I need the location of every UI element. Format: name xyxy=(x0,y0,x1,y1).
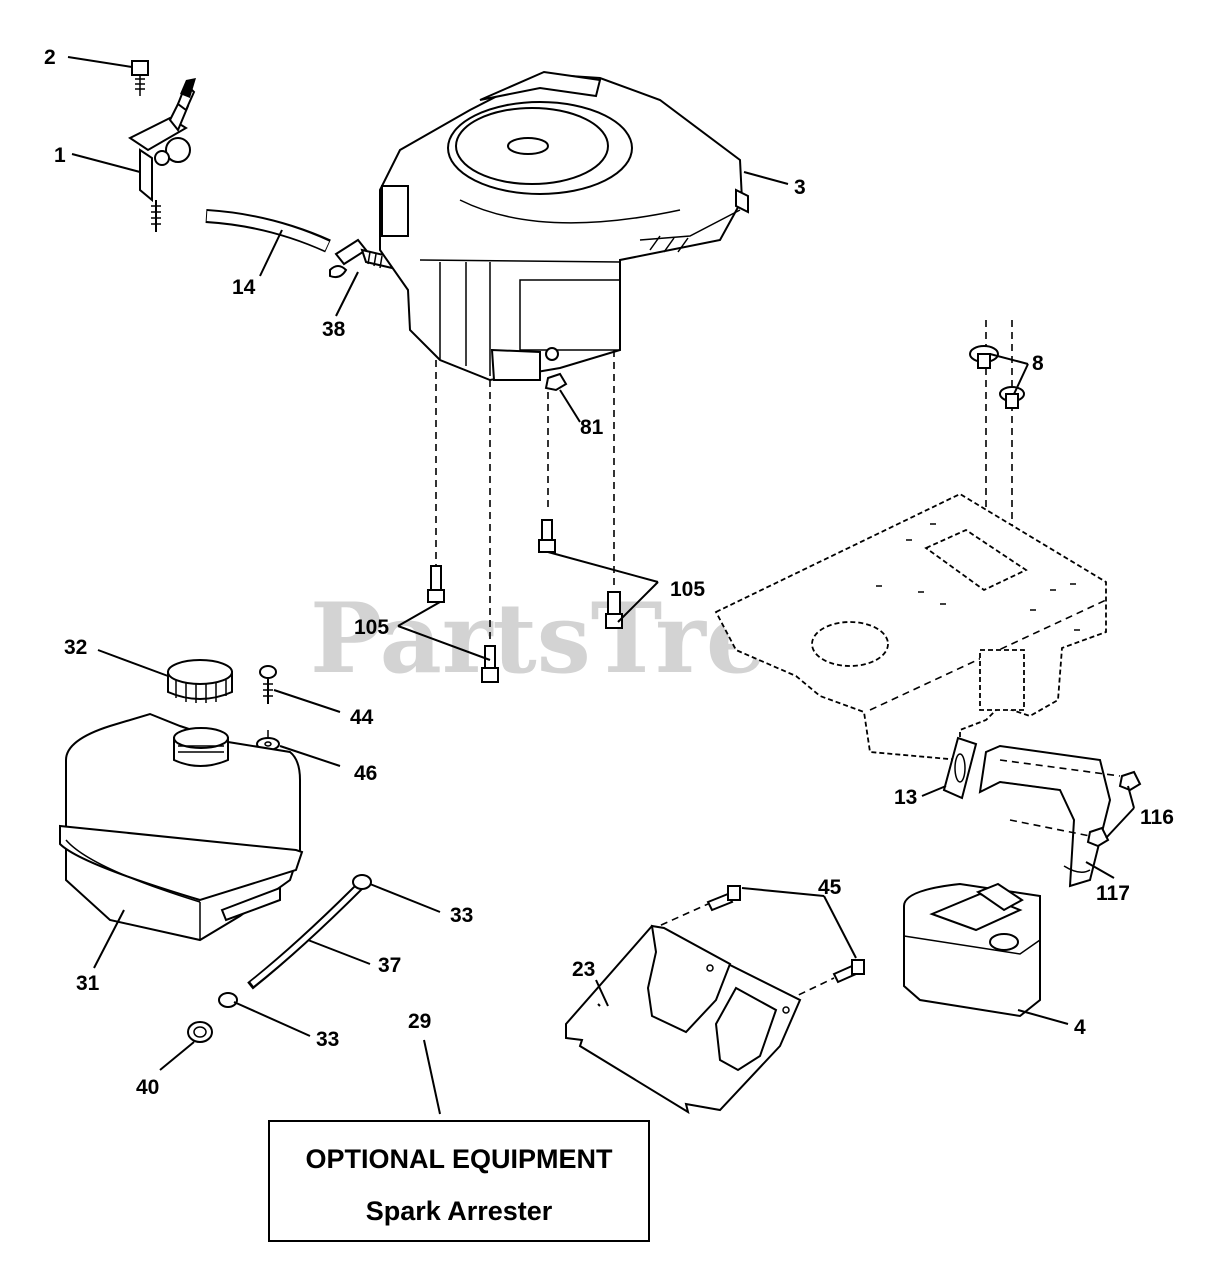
callout-45: 45 xyxy=(818,876,842,899)
clamps-part-33 xyxy=(218,874,372,1008)
callout-13: 13 xyxy=(894,786,917,809)
bolts-part-105 xyxy=(427,519,623,683)
fuel-line-part-14 xyxy=(205,209,331,253)
fuel-fitting-part-38 xyxy=(329,238,394,279)
callout-3: 3 xyxy=(794,176,806,199)
tractor-frame xyxy=(714,492,1107,761)
callout-116: 116 xyxy=(1140,806,1174,829)
callout-29: 29 xyxy=(408,1010,431,1033)
callout-23: 23 xyxy=(572,958,595,981)
callout-81: 81 xyxy=(580,416,604,439)
callout-117: 117 xyxy=(1096,882,1130,905)
callout-1: 1 xyxy=(54,144,66,167)
callout-32: 32 xyxy=(64,636,87,659)
heat-shield-part-23 xyxy=(565,924,802,1115)
callout-labels: 2 1 3 14 38 8 81 105 105 32 44 46 13 116… xyxy=(44,46,1174,1099)
leader-lines xyxy=(67,56,1135,1115)
callout-2: 2 xyxy=(44,46,56,69)
optional-equipment-title: OPTIONAL EQUIPMENT xyxy=(305,1144,613,1174)
nut-part-81 xyxy=(544,372,568,392)
grommet-part-40 xyxy=(187,1021,213,1043)
callout-40: 40 xyxy=(136,1076,159,1099)
callout-37: 37 xyxy=(378,954,401,977)
callout-105-left: 105 xyxy=(354,616,389,639)
bolts-part-8 xyxy=(969,345,1025,409)
callout-105-right: 105 xyxy=(670,578,705,601)
callout-38: 38 xyxy=(322,318,346,341)
callout-33-top: 33 xyxy=(450,904,473,927)
callout-33-bottom: 33 xyxy=(316,1028,339,1051)
callout-4: 4 xyxy=(1074,1016,1086,1039)
exhaust-pipe-part-117 xyxy=(978,744,1112,888)
callout-8: 8 xyxy=(1032,352,1044,375)
fuel-hose-part-37 xyxy=(247,880,366,990)
callout-44: 44 xyxy=(350,706,374,729)
throttle-control-part-1 xyxy=(128,78,196,232)
callout-14: 14 xyxy=(232,276,256,299)
engine-part-3 xyxy=(379,70,749,382)
fuel-tank-part-31 xyxy=(59,712,304,942)
fuel-cap-part-32 xyxy=(167,659,233,703)
callout-46: 46 xyxy=(354,762,377,785)
spark-arrester-label: Spark Arrester xyxy=(365,1196,553,1226)
bolts-part-45 xyxy=(649,885,865,1001)
nuts-part-116 xyxy=(999,759,1142,848)
mounting-guide-lines xyxy=(435,320,1013,640)
screw-part-2 xyxy=(131,60,149,96)
callout-31: 31 xyxy=(76,972,100,995)
gasket-part-13 xyxy=(942,736,978,800)
muffler-part-4 xyxy=(903,882,1041,1018)
optional-equipment-box: OPTIONAL EQUIPMENT Spark Arrester xyxy=(268,1120,650,1242)
